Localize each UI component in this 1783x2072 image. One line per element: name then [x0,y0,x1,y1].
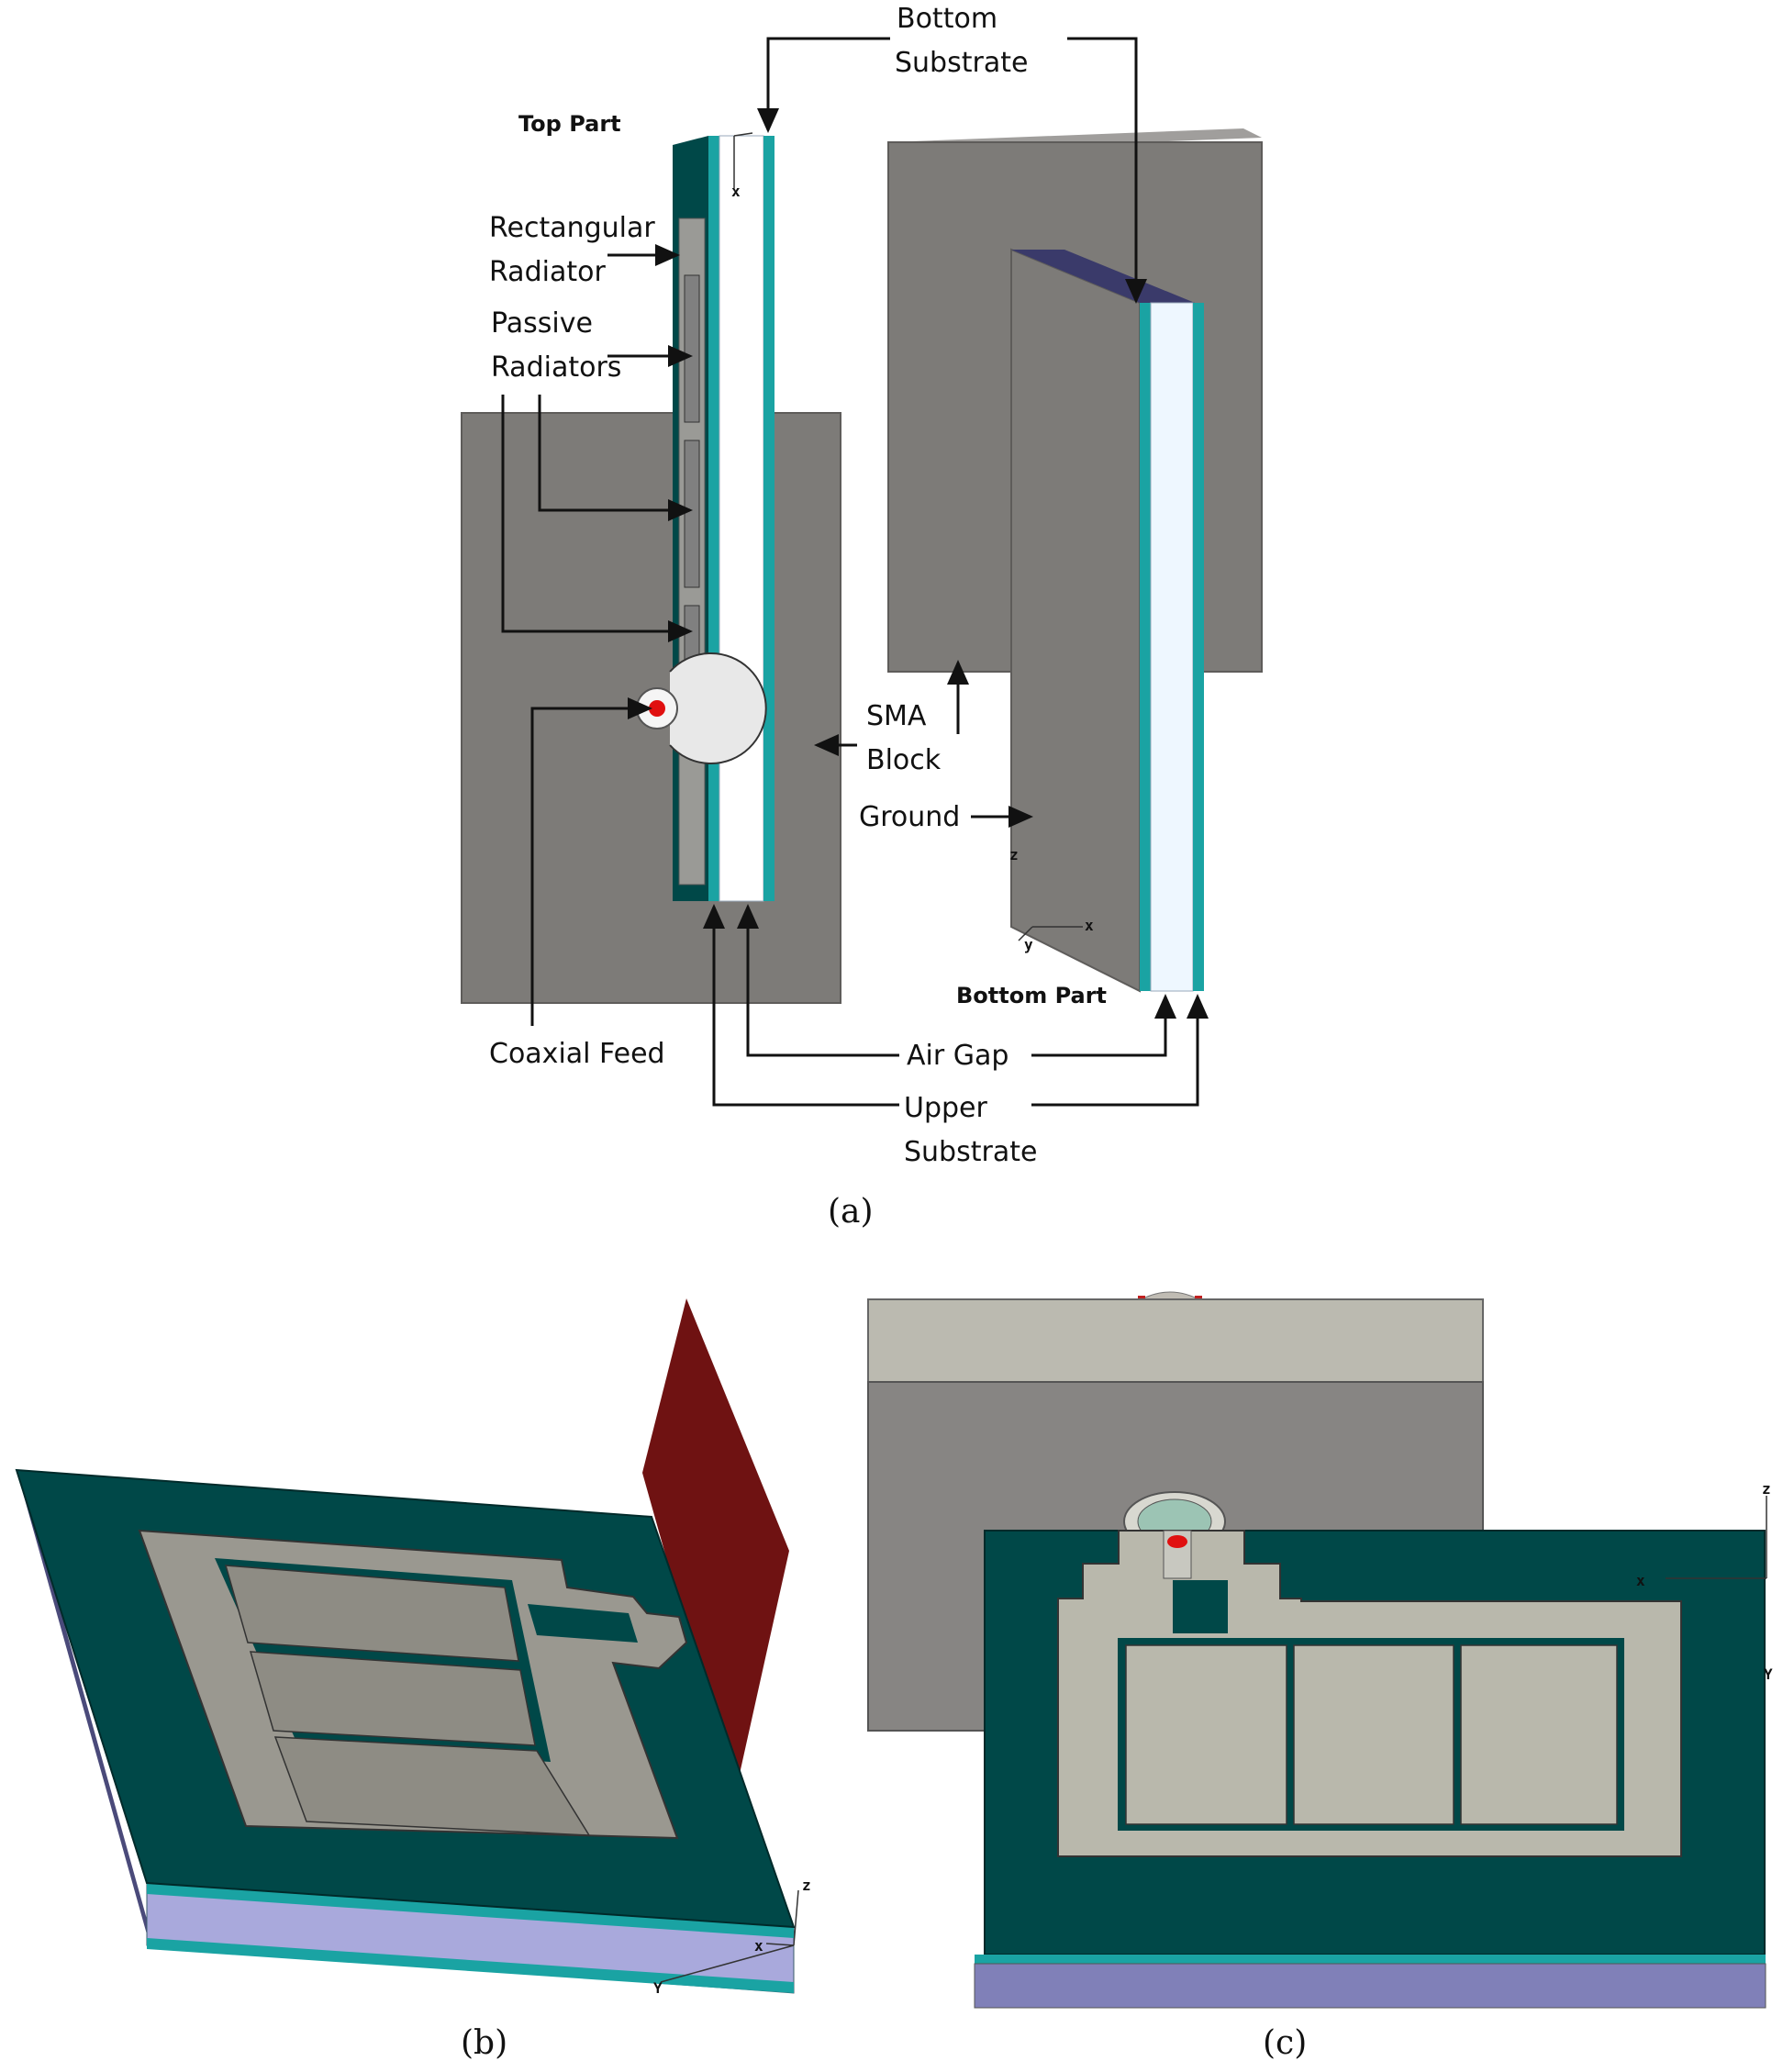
axis-y-label-c: Y [1764,1665,1773,1683]
substrate-left-side [17,1470,154,1945]
axis-x-label: x [731,183,741,200]
label-rectangular-radiator-line1: Rectangular [489,212,655,244]
label-passive-radiators-line1: Passive [491,307,593,340]
axis-triad-a-bottom: x z y [1009,846,1094,953]
passive-radiator-c2 [1293,1644,1454,1825]
caption-c: (c) [1263,2024,1307,2062]
axis-x-label-c: x [1636,1572,1645,1589]
axis-x-label-b: x [754,1937,763,1955]
label-upper-substrate-line2: Substrate [904,1136,1037,1168]
label-sma-block-line1: SMA [866,700,927,732]
ground-plane [1010,248,1141,993]
axis-z-label-c: z [1762,1480,1771,1498]
axis-y-label-b: Y [653,1979,663,1997]
caption-a: (a) [828,1193,874,1231]
label-ground: Ground [859,801,960,833]
sma-block-top-face [867,1298,1484,1383]
axis-z-label-bottom: z [1009,846,1019,863]
label-sma-block-line2: Block [866,744,942,776]
axis-triad-a-top: x [731,132,753,200]
bottom-part-stack [1010,248,1204,993]
substrate-bottom-layer [974,1963,1766,2009]
leader-lines-a [501,37,1209,1107]
label-bottom-part: Bottom Part [956,983,1107,1008]
axis-z-label-b: z [802,1877,811,1894]
passive-radiator-c3 [1460,1644,1618,1825]
axis-y-label-bottom: y [1024,936,1033,953]
label-upper-substrate-line1: Upper [904,1092,988,1124]
axis-triad-c: z x Y [1636,1480,1773,1683]
label-passive-radiators-line2: Radiators [491,351,621,384]
label-rectangular-radiator-line2: Radiator [489,256,606,288]
label-top-part: Top Part [518,111,621,137]
passive-radiator-1 [224,1565,519,1662]
top-part-stack [673,135,774,902]
port-plane [642,1298,789,1799]
axis-triad-b: z x Y [653,1877,811,1997]
panel-a: x x z y Bottom Substrate Top Part Rectan… [461,3,1263,1231]
label-bottom-substrate-line2: Substrate [895,47,1028,79]
caption-b: (b) [461,2024,507,2062]
panel-c: z x Y (c) [867,1291,1773,2062]
panel-b: z x Y (b) [15,1298,811,2062]
label-coaxial-feed: Coaxial Feed [489,1038,665,1070]
label-bottom-substrate-line1: Bottom [897,3,997,35]
passive-radiator-3 [273,1736,591,1836]
axis-x-label-bottom: x [1085,917,1094,934]
passive-radiator-2 [249,1651,536,1746]
label-air-gap: Air Gap [907,1040,1009,1072]
passive-radiator-c1 [1125,1644,1287,1825]
